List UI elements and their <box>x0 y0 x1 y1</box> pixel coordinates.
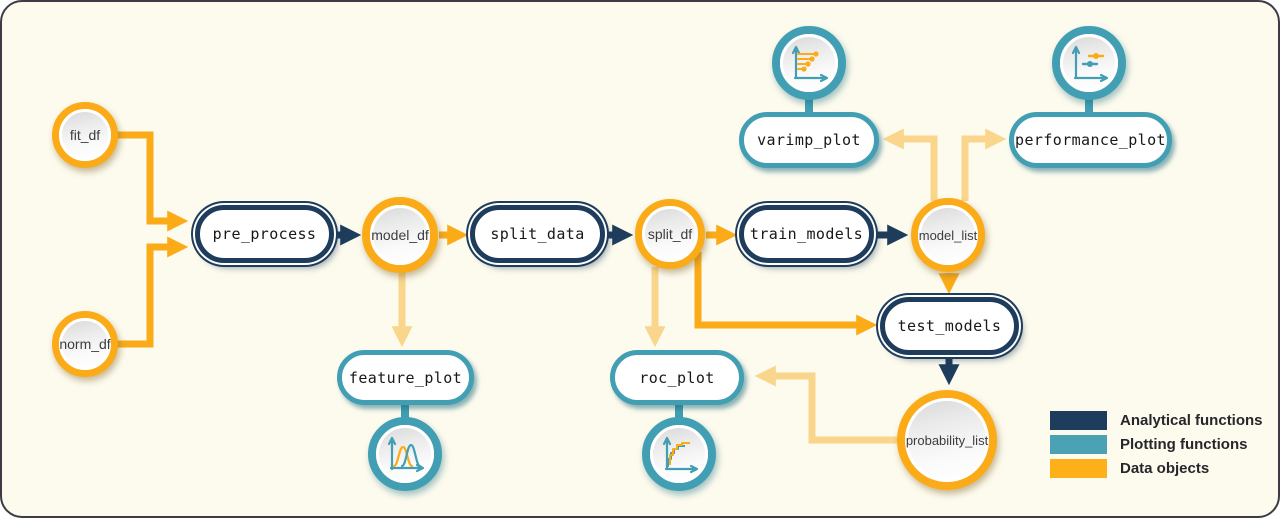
node-roc-plot: roc_plot <box>610 350 744 405</box>
node-varimp-plot-label: varimp_plot <box>757 131 861 149</box>
lollipop-chart-icon <box>791 45 829 83</box>
legend-swatch-data <box>1050 459 1107 478</box>
edge-probability-list-to-roc-plot <box>754 365 898 444</box>
node-split-df: split_df <box>635 199 705 269</box>
varimp-plot-icon-badge <box>772 26 846 100</box>
node-split-data-label: split_data <box>490 225 585 243</box>
node-pre-process-label: pre_process <box>212 225 317 243</box>
performance-plot-icon-badge <box>1052 26 1126 100</box>
node-model-list-label: model_list <box>918 205 978 265</box>
node-split-df-label: split_df <box>642 206 698 262</box>
legend-label-plotting: Plotting functions <box>1120 436 1248 453</box>
node-norm-df: norm_df <box>52 311 118 377</box>
performance-plot-icon-inner <box>1060 34 1118 92</box>
edge-norm-df-to-pre-process <box>116 236 189 348</box>
feature-plot-icon-badge <box>368 417 442 491</box>
node-train-models-label: train_models <box>749 225 864 243</box>
feature-plot-icon-inner <box>376 425 434 483</box>
legend-label-data: Data objects <box>1120 460 1210 477</box>
node-fit-df: fit_df <box>52 102 118 168</box>
legend-item-plotting: Plotting functions <box>1050 435 1263 454</box>
node-varimp-plot: varimp_plot <box>739 112 879 168</box>
node-performance-plot-label: performance_plot <box>1015 131 1166 149</box>
node-test-models: test_models <box>880 297 1019 355</box>
node-model-list: model_list <box>911 198 985 272</box>
edge-fit-df-to-pre-process <box>116 131 189 232</box>
node-feature-plot-label: feature_plot <box>348 368 463 387</box>
density-curves-chart-icon <box>387 436 425 473</box>
node-performance-plot: performance_plot <box>1009 112 1172 168</box>
node-roc-plot-label: roc_plot <box>639 368 715 387</box>
legend: Analytical functions Plotting functions … <box>1050 411 1263 483</box>
roc-plot-icon-inner <box>650 425 708 483</box>
point-range-chart-icon <box>1071 45 1109 83</box>
edge-model-list-to-varimp-plot <box>882 128 938 201</box>
node-fit-df-label: fit_df <box>59 109 111 161</box>
legend-item-data: Data objects <box>1050 459 1263 478</box>
legend-item-analytical: Analytical functions <box>1050 411 1263 430</box>
roc-curve-chart-icon <box>662 436 699 474</box>
roc-plot-icon-badge <box>642 417 716 491</box>
node-pre-process: pre_process <box>195 205 334 263</box>
legend-swatch-analytical <box>1050 411 1107 430</box>
node-feature-plot: feature_plot <box>337 350 474 405</box>
node-probability-list: probability_list <box>897 390 997 490</box>
node-norm-df-label: norm_df <box>59 318 111 370</box>
node-test-models-label: test_models <box>897 317 1002 335</box>
legend-label-analytical: Analytical functions <box>1120 412 1263 429</box>
node-train-models: train_models <box>739 205 874 263</box>
node-probability-list-label: probability_list <box>905 398 989 482</box>
edge-split-df-to-test-models <box>694 252 878 336</box>
node-split-data: split_data <box>470 205 605 263</box>
node-model-df-label: model_df <box>370 205 430 265</box>
edge-model-list-to-performance-plot <box>961 128 1007 201</box>
node-model-df: model_df <box>362 197 438 273</box>
varimp-plot-icon-inner <box>780 34 838 92</box>
legend-swatch-plotting <box>1050 435 1107 454</box>
